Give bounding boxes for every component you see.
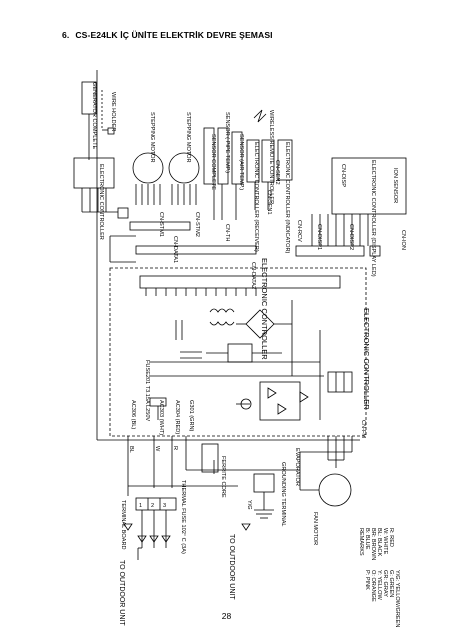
label-cn-stm1: CN-STM1 — [158, 212, 164, 237]
label-terminal-board: TERMINAL BOARD — [120, 500, 126, 550]
label-sensor-pipe: SENSOR ( PIPE TEMP.) — [224, 112, 230, 173]
label-wire-r: R — [172, 446, 178, 450]
label-wire-yg: Y/G — [246, 500, 252, 510]
label-cn-disp2: CN-DISP2 — [348, 224, 354, 250]
label-sensor-complete: SENSOR COMPLETE — [210, 134, 216, 190]
label-controller-main-2: ELECTRONIC CONTROLLER — [362, 308, 371, 410]
display-block — [295, 157, 407, 257]
label-cn-sen2: CN-SEN2 — [274, 160, 280, 185]
label-fuse: FUSE201 T3.15A L250V — [144, 360, 150, 421]
generator-block — [73, 81, 129, 219]
label-ion-sensor: ION SENSOR — [392, 168, 398, 203]
label-stepping-motor-1: STEPPING MOTOR — [149, 112, 155, 163]
label-wire-bl: BL — [128, 446, 134, 453]
label-evaporator: EVAPORATOR — [294, 448, 300, 486]
label-sensor-air: SENSOR (AIR TEMP.) — [238, 134, 244, 190]
label-cn-stm2: CN-STM2 — [194, 212, 200, 237]
label-fan-motor: FAN MOTOR — [312, 512, 318, 545]
label-cn-disp1: CN-DISP1 — [316, 224, 322, 250]
label-remark-8: Y: YELLOW — [376, 570, 382, 600]
label-thermal-fuse: THERMAL FUSE 102° C (3A) — [180, 480, 186, 554]
label-remark-11: Y/G: YELLOW/GREEN — [394, 570, 400, 627]
label-grounding-terminal: GROUNDING TERMINAL — [280, 462, 286, 527]
label-terminal-4: G301 (GRN) — [188, 400, 194, 432]
label-wire-w: W — [154, 446, 160, 452]
label-wire-holder: WIRE HOLDER — [110, 92, 116, 131]
label-generator: GENERATOR COMPLETE — [91, 82, 97, 150]
label-cn-rcv: CN-RCV — [296, 220, 302, 242]
label-cn-data2: CN-DATA2 — [250, 262, 256, 289]
label-stepping-motor-2: STEPPING MOTOR — [185, 112, 191, 163]
label-remark-1: B: BLUE — [364, 528, 370, 550]
label-remark-6: P: PINK — [364, 570, 370, 590]
section-heading: 6. CS-E24LK İÇ ÜNİTE ELEKTRİK DEVRE ŞEMAS… — [62, 30, 273, 40]
label-wireless-remote: WIRELESS REMOTE CONTROLLER — [268, 110, 274, 204]
label-terminal-no-2: 2 — [151, 503, 154, 509]
label-cn-data1: CN-DATA1 — [172, 236, 178, 263]
label-remark-10: G: GREEN — [388, 570, 394, 597]
label-controller-small: ELECTRONIC CONTROLLER — [98, 164, 104, 240]
label-cn-disp: CN-DISP — [340, 164, 346, 187]
label-cn-sen1: CN-SEN1 — [266, 190, 272, 215]
page-number: 28 — [221, 611, 232, 621]
stepping-motor-1 — [132, 152, 164, 205]
top-connector-bar — [109, 221, 257, 263]
label-controller-display: ELECTRONIC CONTROLLER (DISPLAY LED) — [370, 160, 376, 277]
label-cn-fm: CN-FM — [360, 420, 366, 438]
label-ferrite-core: FERRITE CORE — [220, 456, 226, 498]
label-terminal-no-1: 1 — [139, 503, 142, 509]
label-remark-2: BR: BROWN — [370, 528, 376, 560]
label-remarks-title: REMARKS — [358, 528, 364, 556]
sensor-block — [203, 127, 243, 220]
label-outdoor-unit-bottom: TO OUTDOOR UNIT — [228, 534, 235, 600]
label-cn-th: CN-TH — [224, 224, 230, 241]
main-board — [109, 267, 367, 437]
lower-wiring — [123, 436, 353, 560]
diagram-labels: GENERATOR COMPLETE WIRE HOLDER STEPPING … — [91, 82, 406, 627]
label-remark-7: O: ORANGE — [370, 570, 376, 602]
label-controller-receiver: ELECTRONIC CONTROLLER (RECEIVER) — [253, 142, 259, 252]
label-remark-9: GR: GRAY — [382, 570, 388, 597]
label-controller-indicator: ELECTRONIC CONTROLLER (INDICATOR) — [284, 142, 290, 254]
label-controller-main-1: ELECTRONIC CONTROLLER — [260, 258, 269, 360]
label-remark-5: R: RED — [388, 528, 394, 547]
stepping-motor-2 — [168, 152, 200, 205]
label-remark-4: W: WHITE — [382, 528, 388, 555]
label-outdoor-unit-top: TO OUTDOOR UNIT — [118, 560, 125, 626]
section-title: CS-E24LK İÇ ÜNİTE ELEKTRİK DEVRE ŞEMASI — [75, 30, 273, 40]
label-remark-3: BL: BLACK — [376, 528, 382, 557]
label-cn-ion: CN-ION — [400, 230, 406, 250]
section-number: 6. — [62, 30, 70, 40]
label-terminal-2: AC303 (WHT) — [158, 400, 164, 435]
label-terminal-1: AC306 (BL) — [130, 400, 136, 429]
label-terminal-3: AC304 (RED) — [174, 400, 180, 434]
label-terminal-no-3: 3 — [163, 503, 166, 509]
receiver-block — [246, 109, 293, 210]
